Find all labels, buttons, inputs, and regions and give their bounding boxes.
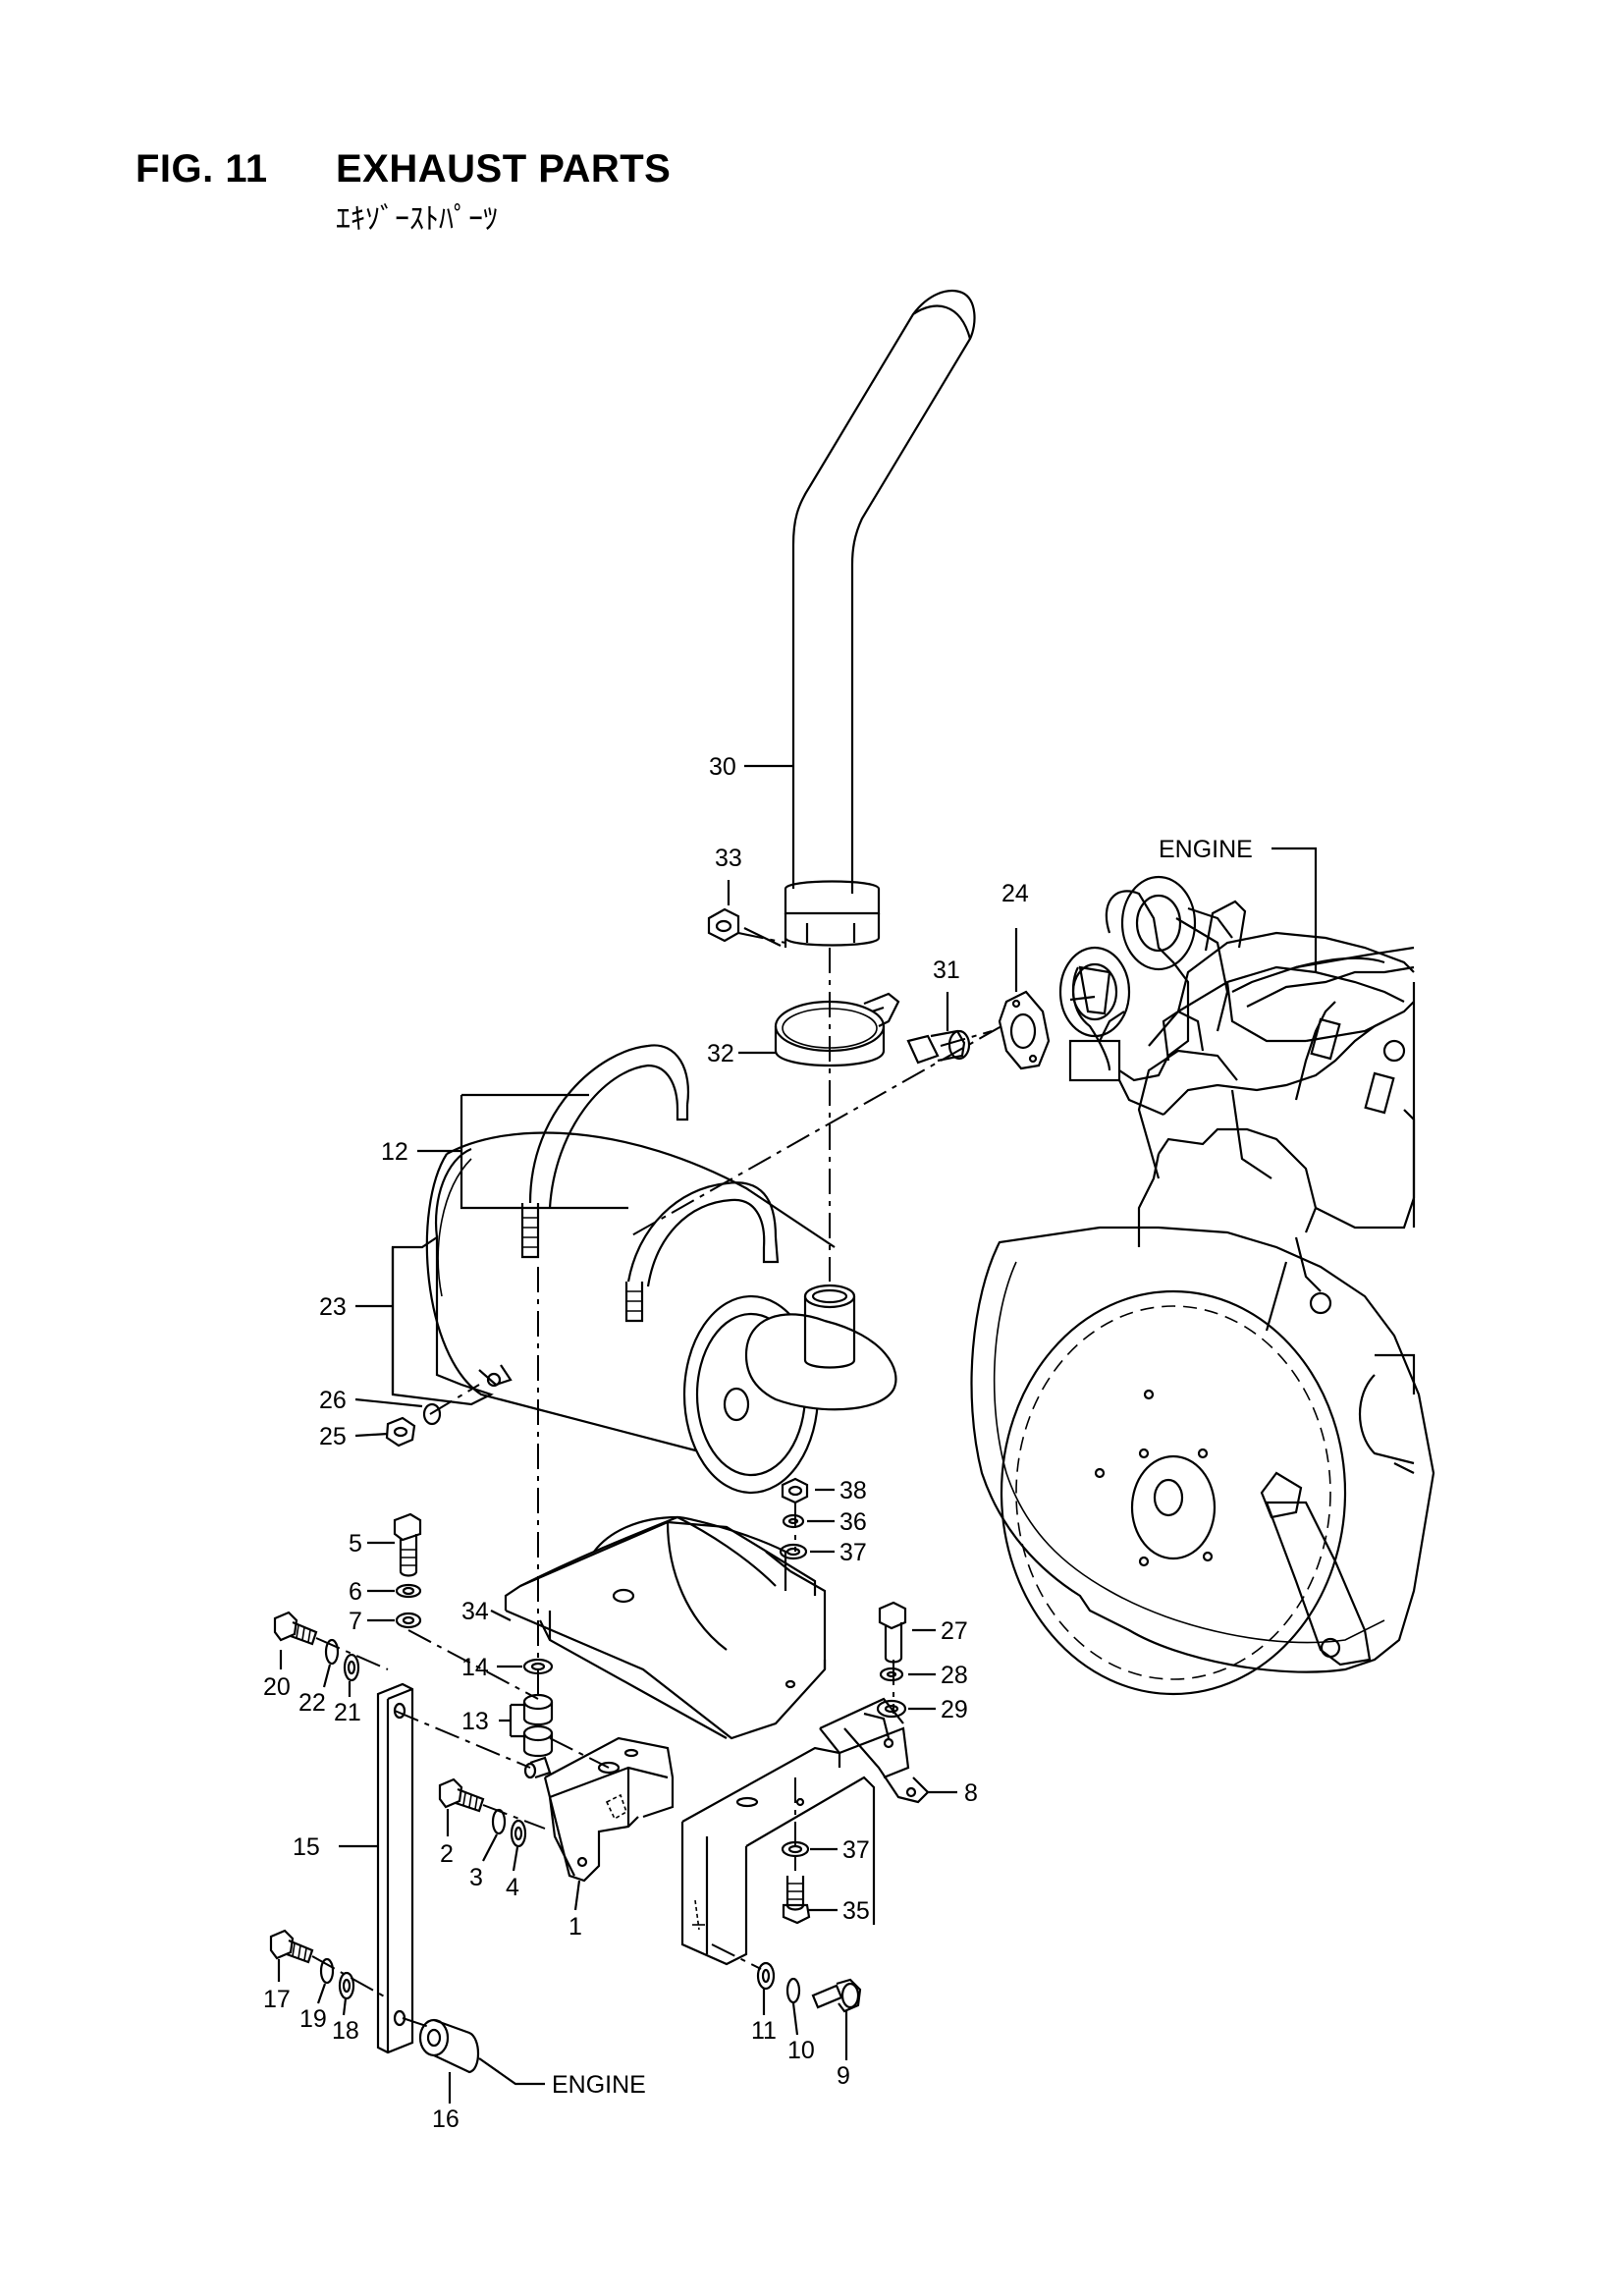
nut-38 [781, 1477, 809, 1504]
callout-9: 9 [837, 2062, 850, 2090]
callout-32: 32 [707, 1040, 734, 1067]
collar-16 [418, 2018, 480, 2074]
bracket-1 [523, 1736, 675, 1883]
callout-20: 20 [263, 1673, 291, 1701]
washer-11 [756, 1961, 776, 1991]
engine-block [970, 875, 1435, 1696]
nut-25 [385, 1416, 416, 1448]
callout-13: 13 [461, 1708, 489, 1735]
callout-17: 17 [263, 1986, 291, 2013]
callout-2: 2 [440, 1840, 454, 1868]
callout-34: 34 [461, 1598, 489, 1625]
bolt-2 [438, 1777, 485, 1813]
muffler-support [504, 1515, 827, 1740]
washer-26 [422, 1402, 442, 1426]
washer-36 [782, 1513, 805, 1529]
callout-30: 30 [709, 753, 736, 781]
callout-38: 38 [839, 1477, 867, 1504]
callout-6: 6 [349, 1578, 362, 1606]
washer-22 [324, 1638, 340, 1666]
nut-33 [707, 907, 740, 943]
gasket-24 [998, 990, 1051, 1070]
washer-7 [395, 1612, 422, 1629]
washer-3 [491, 1808, 507, 1835]
callout-24: 24 [1001, 880, 1029, 907]
muffler [391, 1131, 897, 1495]
callout-4: 4 [506, 1874, 519, 1901]
washer-28 [879, 1667, 904, 1682]
callout-16: 16 [432, 2105, 460, 2133]
bracket-8 [680, 1697, 930, 1966]
callout-19: 19 [299, 2005, 327, 2033]
callout-26: 26 [319, 1387, 347, 1414]
callout-14: 14 [461, 1654, 489, 1681]
callout-3: 3 [469, 1864, 483, 1891]
callout-21: 21 [334, 1699, 361, 1726]
bolt-5 [393, 1512, 422, 1577]
bolt-17 [269, 1929, 314, 1964]
washer-29 [876, 1699, 907, 1719]
bolt-9 [811, 1978, 862, 2013]
leader-lines [277, 764, 1018, 2104]
collars-13 [522, 1693, 554, 1758]
callout-10: 10 [787, 2037, 815, 2064]
callout-11: 11 [751, 2017, 777, 2045]
washer-4 [510, 1819, 527, 1848]
pipe-clamp [774, 992, 900, 1067]
callout-29: 29 [941, 1696, 968, 1723]
assembly-lines [311, 932, 1002, 2029]
callout-18: 18 [332, 2017, 359, 2045]
bolt-20 [273, 1611, 318, 1646]
callout-36: 36 [839, 1508, 867, 1536]
callout-33: 33 [715, 845, 742, 872]
callout-28: 28 [941, 1662, 968, 1689]
bolt-31 [906, 1029, 971, 1065]
callout-22: 22 [298, 1689, 326, 1717]
engine-label-bottom: ENGINE [552, 2071, 646, 2099]
washer-6 [395, 1583, 422, 1599]
callout-31: 31 [933, 957, 960, 984]
bolt-27 [878, 1601, 907, 1664]
washer-21 [343, 1653, 360, 1682]
figure-subtitle: ｴｷｿﾞｰｽﾄﾊﾟｰﾂ [336, 203, 498, 236]
callout-12: 12 [381, 1138, 408, 1166]
callout-7: 7 [349, 1608, 362, 1635]
washer-37-upper [779, 1543, 808, 1560]
figure-title: EXHAUST PARTS [336, 147, 672, 191]
callout-15: 15 [293, 1833, 320, 1861]
washer-19 [319, 1957, 335, 1985]
callout-37-lower: 37 [842, 1836, 870, 1864]
callout-37-upper: 37 [839, 1539, 867, 1566]
callout-1: 1 [568, 1913, 582, 1941]
stay-15 [376, 1682, 414, 2054]
callout-35: 35 [842, 1897, 870, 1925]
figure-number: FIG. 11 [135, 147, 268, 191]
engine-label-top: ENGINE [1159, 836, 1253, 863]
callout-27: 27 [941, 1617, 968, 1645]
exhaust-pipe [784, 289, 976, 948]
u-bands [417, 1044, 780, 1323]
callout-labels: 30 33 24 31 32 ENGINE 12 23 26 25 38 36 … [263, 753, 1253, 2133]
callout-25: 25 [319, 1423, 347, 1450]
bolt-35 [782, 1876, 811, 1925]
callout-23: 23 [319, 1293, 347, 1321]
washer-18 [338, 1971, 355, 2000]
callout-8: 8 [964, 1779, 978, 1807]
callout-5: 5 [349, 1530, 362, 1558]
washer-10 [785, 1977, 801, 2004]
